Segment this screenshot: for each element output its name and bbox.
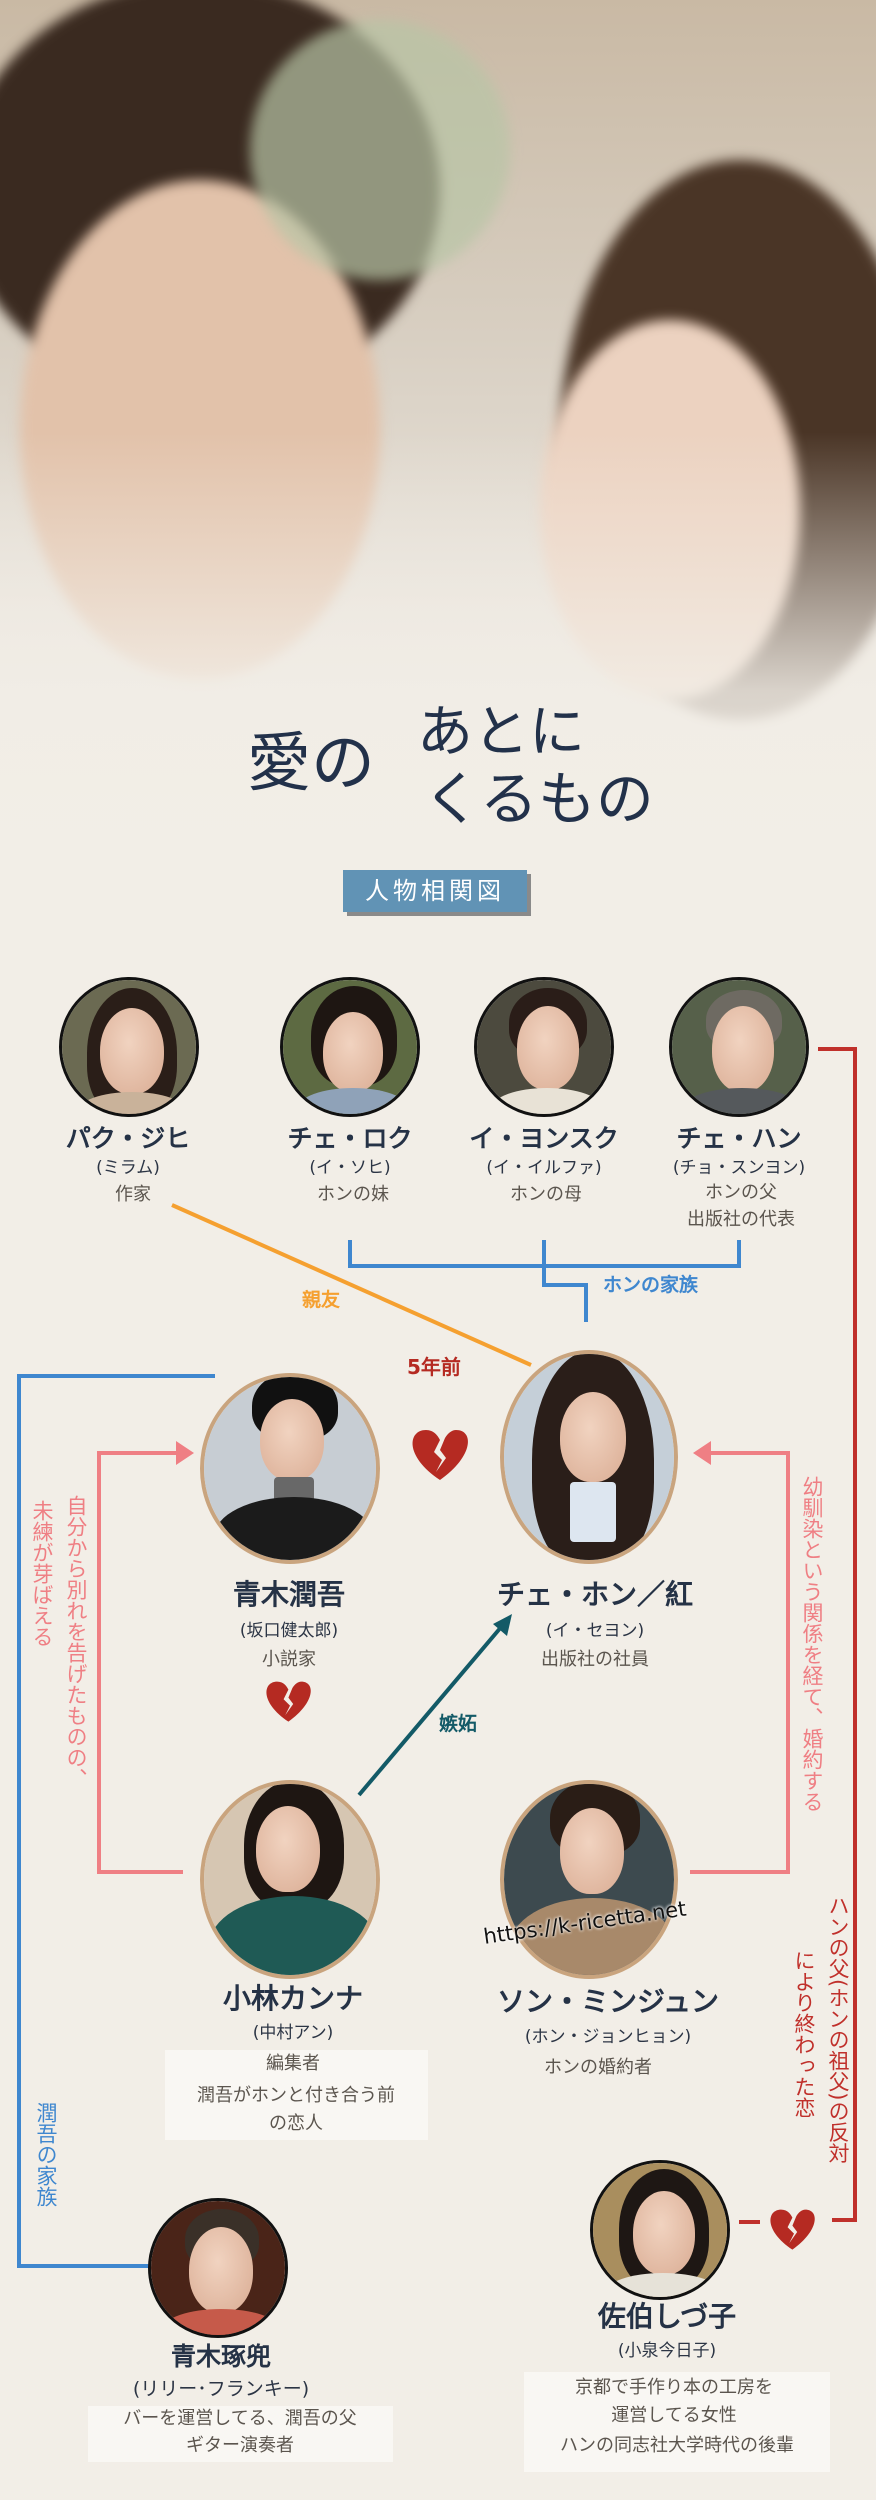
role-box (165, 2050, 428, 2140)
role-box (524, 2372, 830, 2472)
title-line2a: あとに (417, 700, 585, 765)
portrait-park-jihee (59, 977, 199, 1117)
jungo-lingering-label-1: 自分から別れを告げたものの、 (64, 1495, 88, 1789)
character-role: ホンの妹 (317, 1184, 389, 1205)
broken-heart-icon (412, 1430, 468, 1480)
portrait-aoki-takuji (148, 2198, 288, 2338)
portrait-saeki-shizuko (590, 2160, 730, 2300)
actor-name: (イ・ソヒ) (309, 1158, 391, 1178)
actor-name: (リリー･フランキー) (132, 2378, 310, 2400)
character-role: バーを運営してる、潤吾の父 (123, 2408, 357, 2429)
title-line2b: くるもの (423, 765, 654, 833)
portrait-song-minjun (500, 1780, 678, 1979)
portrait-choi-rok (280, 977, 420, 1117)
character-role: 京都で手作り本の工房を (575, 2377, 773, 2398)
role-box (88, 2406, 393, 2462)
relationship-chart-badge: 人物相関図 (343, 870, 527, 912)
hong-arrowhead (693, 1441, 711, 1465)
jungo-family-line (17, 1374, 215, 2268)
character-name: 青木琢兜 (170, 2342, 272, 2371)
portrait-lee-youngsook (474, 977, 614, 1117)
actor-name: (ホン・ジョンヒョン) (524, 2027, 692, 2047)
jealousy-label: 嫉妬 (439, 1713, 478, 1735)
character-name: チェ・ホン／紅 (496, 1578, 694, 1611)
five-years-ago-label: 5年前 (407, 1355, 461, 1379)
character-role: 出版社の代表 (687, 1209, 795, 1230)
character-role: ホンの父 (705, 1182, 777, 1203)
character-role: ホンの婚約者 (544, 2057, 652, 2078)
character-name: チェ・ロク (287, 1124, 413, 1153)
character-name: ソン・ミンジュン (496, 1985, 720, 2018)
character-name: 青木潤吾 (232, 1578, 346, 1611)
portrait-kobayashi-kanna (200, 1780, 380, 1979)
han-lost-love-label-2: により終わった恋 (792, 1950, 816, 2118)
portrait-aoki-jungo (200, 1373, 380, 1564)
character-role: 潤吾がホンと付き合う前 (197, 2085, 395, 2106)
jungo-lingering-line (97, 1451, 183, 1874)
hero-poster-image (0, 0, 876, 960)
character-name: イ・ヨンスク (469, 1124, 619, 1153)
actor-name: (小泉今日子) (617, 2341, 717, 2361)
engaged-label: 幼馴染という関係を経て、婚約する (800, 1476, 824, 1812)
actor-name: (イ・セヨン) (545, 1621, 645, 1641)
character-role: 運営してる女性 (611, 2405, 737, 2426)
character-name: チェ・ハン (676, 1124, 802, 1153)
character-role: ギター演奏者 (186, 2435, 294, 2456)
jealousy-arrowhead (493, 1614, 512, 1636)
best-friend-line (171, 1203, 532, 1367)
broken-heart-icon (266, 1681, 311, 1722)
jealousy-line (357, 1624, 504, 1797)
actor-name: (坂口健太郎) (239, 1621, 339, 1641)
jungo-lingering-label-2: 未練が芽ばえる (30, 1500, 54, 1647)
broken-heart-icon (770, 2209, 815, 2250)
character-name: 小林カンナ (222, 1982, 364, 2015)
actor-name: (ミラム) (96, 1158, 160, 1178)
portrait-choi-hong (500, 1350, 678, 1564)
title-line1: 愛の (247, 727, 375, 801)
character-role: ホンの母 (510, 1184, 582, 1205)
hong-family-label: ホンの家族 (603, 1274, 699, 1296)
han-lost-love-label-1: ハンの父(ホンの祖父)の反対 (826, 1895, 850, 2164)
character-role: 編集者 (266, 2053, 320, 2074)
character-name: パク・ジヒ (65, 1124, 191, 1153)
character-name: 佐伯しづ子 (597, 2300, 737, 2333)
engaged-line (690, 1451, 790, 1874)
character-role: ハンの同志社大学時代の後輩 (560, 2435, 794, 2456)
actor-name: (中村アン) (252, 2023, 334, 2043)
hong-family-line (348, 1240, 741, 1322)
jungo-family-label: 潤吾の家族 (34, 2102, 58, 2207)
character-role: 出版社の社員 (541, 1649, 649, 1670)
character-role: の恋人 (269, 2113, 323, 2134)
han-lost-love-line (818, 1047, 857, 2222)
character-role: 小説家 (262, 1649, 316, 1670)
best-friend-label: 親友 (302, 1289, 341, 1311)
actor-name: (イ・イルファ) (486, 1158, 602, 1178)
character-role: 作家 (115, 1184, 151, 1205)
jungo-arrowhead (176, 1441, 194, 1465)
portrait-choi-han (669, 977, 809, 1117)
actor-name: (チョ・スンヨン) (672, 1158, 806, 1178)
